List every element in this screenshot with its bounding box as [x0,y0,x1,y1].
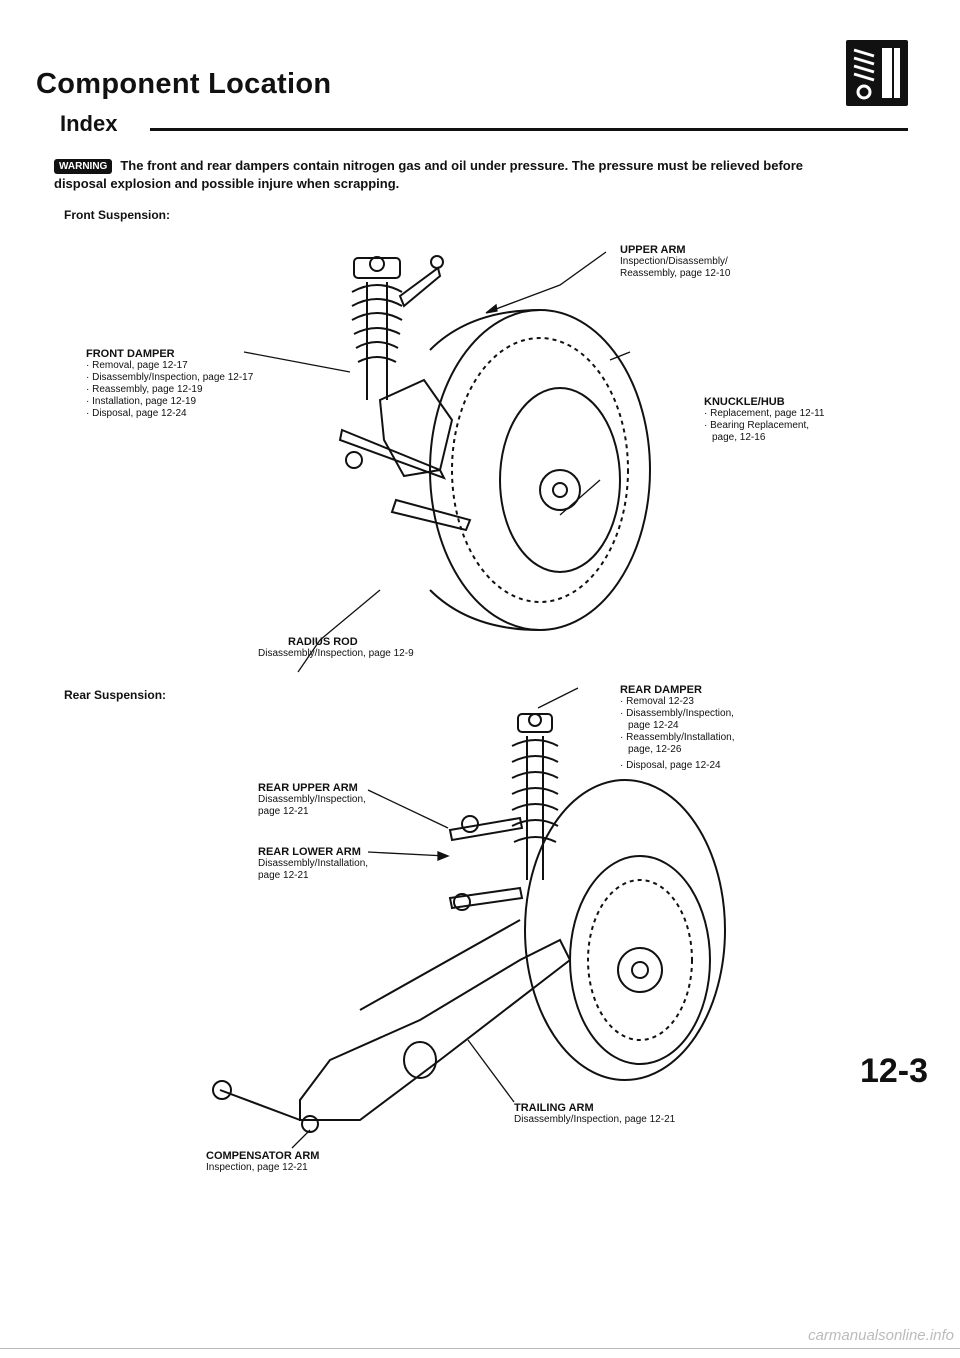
rear-upper-arm-name: REAR UPPER ARM [258,782,358,794]
rear-damper-line-4: · Reassembly/Installation, [620,732,735,743]
trailing-arm-line-1: Disassembly/Inspection, page 12-21 [514,1114,676,1125]
rear-wheel-drawing [524,779,726,1081]
front-damper-line-1: · Removal, page 12-17 [86,360,188,371]
radius-rod-callout: RADIUS ROD Disassembly/Inspection, page … [258,636,414,660]
front-damper-line-4: · Installation, page 12-19 [86,396,197,407]
rear-damper-drawing [511,713,559,880]
compensator-arm-name: COMPENSATOR ARM [206,1150,320,1162]
upper-arm-name: UPPER ARM [620,244,686,256]
warning-line-2: disposal explosion and possible injure w… [54,176,400,191]
knuckle-hub-callout: KNUCKLE/HUB · Replacement, page 12-11 · … [704,396,824,444]
front-damper-name: FRONT DAMPER [86,348,175,360]
rear-lower-arm-callout: REAR LOWER ARM Disassembly/Installation,… [258,846,368,882]
knuckle-drawing [378,378,454,478]
compensator-arm-line-1: Inspection, page 12-21 [206,1162,308,1173]
rear-damper-line-1: · Removal 12-23 [620,696,694,707]
header-rule [150,128,908,131]
trailing-arm-name: TRAILING ARM [514,1102,594,1114]
compensator-arm-drawing [219,1089,301,1121]
rear-upper-arm-line-1: Disassembly/Inspection, [258,794,366,805]
rear-lower-arm-name: REAR LOWER ARM [258,846,361,858]
footer-watermark: carmanualsonline.info [808,1327,954,1344]
front-suspension-heading: Front Suspension: [64,208,170,222]
warning-text: WARNING The front and rear dampers contai… [54,158,803,174]
front-damper-line-3: · Reassembly, page 12-19 [86,384,203,395]
rear-damper-name: REAR DAMPER [620,684,702,696]
trailing-arm-drawing [299,938,572,1121]
rear-damper-line-6: · Disposal, page 12-24 [620,760,721,771]
warning-line-1: The front and rear dampers contain nitro… [120,158,804,173]
compensator-arm-callout: COMPENSATOR ARM Inspection, page 12-21 [206,1150,319,1174]
front-damper-line-5: · Disposal, page 12-24 [86,408,187,419]
rear-damper-callout: REAR DAMPER · Removal 12-23 · Disassembl… [620,684,735,772]
front-wheel-drawing [429,309,651,631]
warning-badge: WARNING [54,159,113,174]
rear-damper-line-3: page 12-24 [628,720,679,731]
section-subtitle: Index [60,111,118,136]
knuckle-hub-name: KNUCKLE/HUB [704,396,785,408]
upper-arm-line-2: Reassembly, page 12-10 [620,268,731,279]
radius-rod-name: RADIUS ROD [288,636,358,648]
rear-upper-arm-callout: REAR UPPER ARM Disassembly/Inspection, p… [258,782,366,818]
rear-suspension-heading: Rear Suspension: [64,688,167,702]
rear-lower-arm-line-1: Disassembly/Installation, [258,858,369,869]
rear-upper-arm-line-2: page 12-21 [258,806,309,817]
leader-lines [243,251,631,1149]
upper-arm-callout: UPPER ARM Inspection/Disassembly/ Reasse… [620,244,730,280]
page-number: 12-3 [859,1052,928,1090]
radius-rod-line-1: Disassembly/Inspection, page 12-9 [258,648,414,659]
radius-rod-drawing [338,428,447,480]
rear-upper-arm-drawing [448,816,524,842]
knuckle-hub-line-3: page, 12-16 [712,432,766,443]
upper-arm-line-1: Inspection/Disassembly/ [620,256,728,267]
front-damper-line-2: · Disassembly/Inspection, page 12-17 [86,372,254,383]
rear-lower-arm-drawing [448,886,524,910]
shock-absorber-icon [846,40,908,106]
rear-damper-line-5: page, 12-26 [628,744,682,755]
footer-rule [0,1348,960,1349]
rear-damper-line-2: · Disassembly/Inspection, [620,708,734,719]
front-damper-drawing [351,256,403,400]
knuckle-hub-line-1: · Replacement, page 12-11 [704,408,825,419]
knuckle-hub-line-2: · Bearing Replacement, [704,420,810,431]
trailing-arm-callout: TRAILING ARM Disassembly/Inspection, pag… [514,1102,675,1126]
upper-arm-drawing [398,266,442,308]
front-damper-callout: FRONT DAMPER · Removal, page 12-17 · Dis… [86,348,253,420]
page-title: Component Location [36,68,332,100]
rear-lower-arm-line-2: page 12-21 [258,870,309,881]
